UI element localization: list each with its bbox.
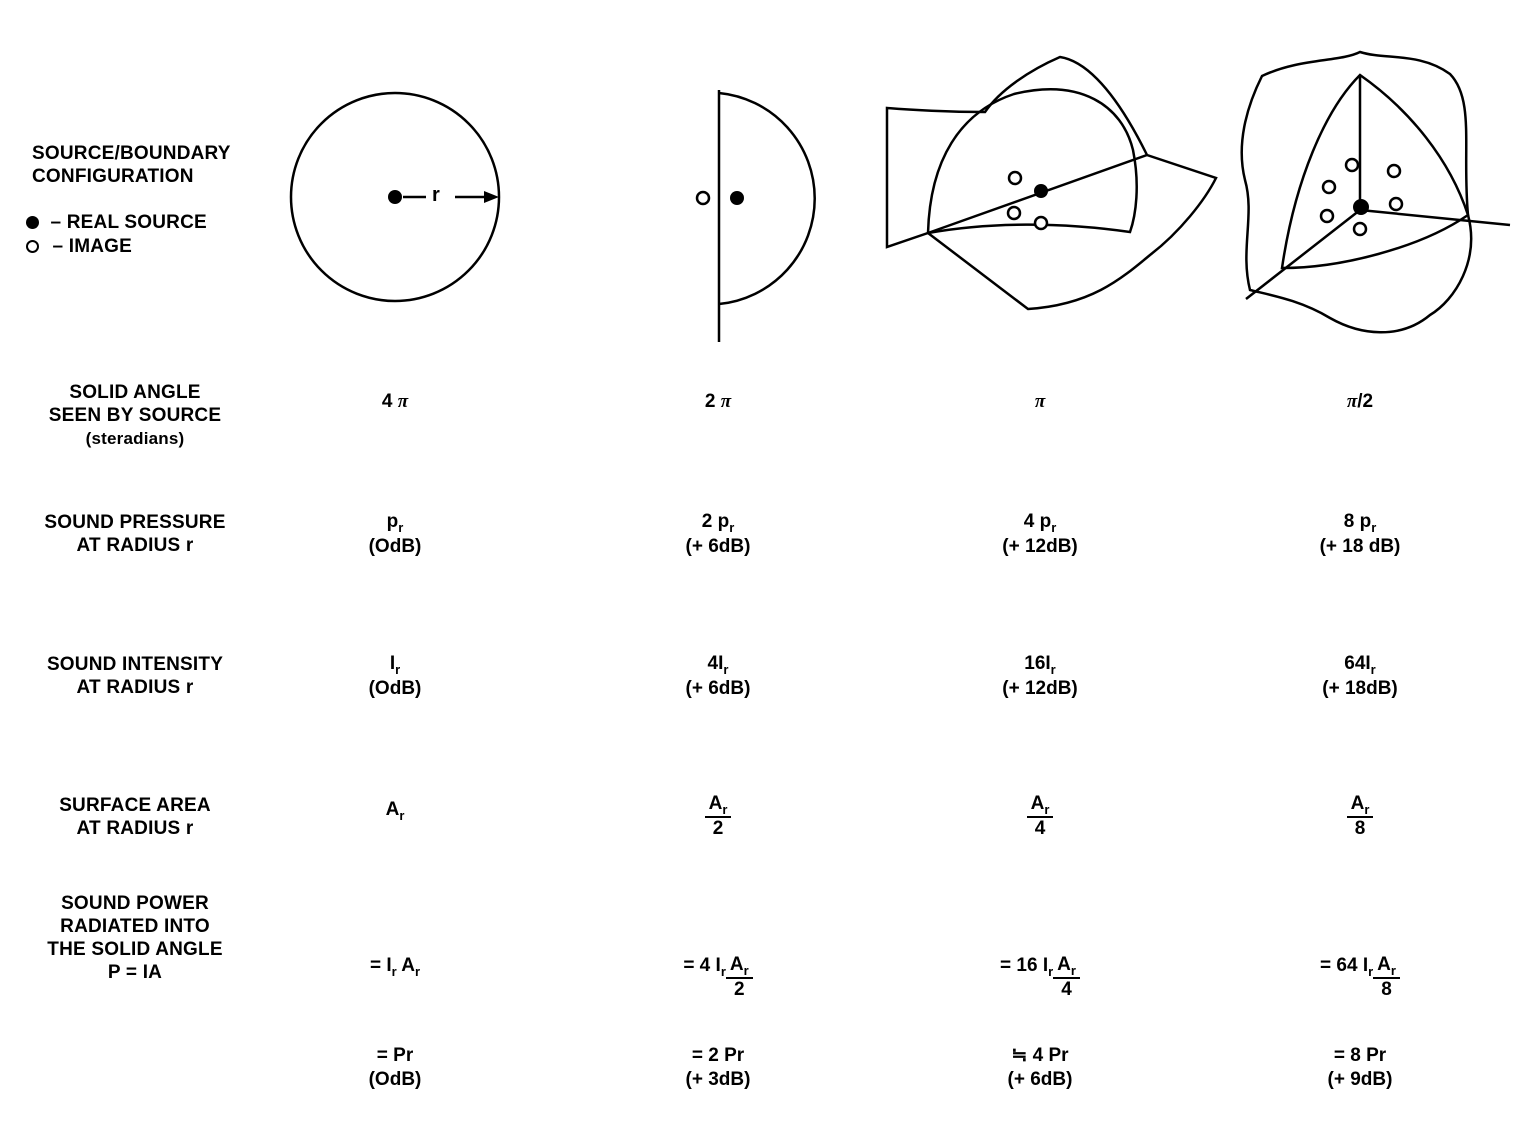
solid-angle-value: 4 π [381, 391, 409, 412]
radius-label: r [432, 184, 440, 206]
sound-pressure-label: SOUND PRESSURE AT RADIUS r [44, 512, 226, 556]
image-source-dot [695, 190, 711, 206]
real-source-dot [730, 191, 744, 205]
sound-power-label: SOUND POWER RADIATED INTO THE SOLID ANGL… [47, 893, 223, 983]
config-label: SOURCE/BOUNDARY CONFIGURATION [32, 143, 231, 187]
area-value: Ar [385, 799, 405, 823]
legend-real-source: – REAL SOURCE [26, 211, 207, 234]
solid-angle-value: π [1034, 391, 1046, 412]
real-source-legend-icon [26, 216, 39, 230]
image-source-dot [1319, 208, 1335, 224]
radius-arrowhead [484, 191, 499, 203]
image-source-dot [1388, 196, 1404, 212]
power-value: = 2 Pr (+ 3dB) [685, 1045, 751, 1090]
intensity-value: 16Ir (+ 12dB) [1002, 653, 1078, 699]
quarter-space-corner [885, 55, 1218, 311]
walls-outline [885, 55, 1218, 311]
power-value: ≒ 4 Pr (+ 6dB) [1007, 1045, 1073, 1090]
solid-angle-value: π/2 [1346, 391, 1374, 412]
legend-image: – IMAGE [26, 235, 132, 258]
image-source-dot [1007, 170, 1023, 186]
image-source-dot [1321, 179, 1337, 195]
power-equation: = Ir Ar [369, 955, 421, 979]
pressure-value: pr (OdB) [368, 511, 422, 557]
image-source-dot [1386, 163, 1402, 179]
image-legend-icon [26, 240, 39, 254]
image-source-dot [1344, 157, 1360, 173]
real-source-dot [388, 190, 402, 204]
left-edge [1245, 209, 1361, 300]
image-source-dot [1352, 221, 1368, 237]
sound-intensity-label: SOUND INTENSITY AT RADIUS r [46, 654, 224, 698]
right-edge [1359, 208, 1511, 227]
real-source-dot [1353, 199, 1369, 215]
pressure-value: 8 pr (+ 18 dB) [1319, 511, 1401, 557]
solid-angle-label: SOLID ANGLE SEEN BY SOURCE (steradians) [48, 382, 222, 448]
half-space-hemisphere [695, 90, 816, 342]
intensity-value: 4Ir (+ 6dB) [685, 653, 751, 699]
surface-area-label: SURFACE AREA AT RADIUS r [59, 795, 211, 839]
octant-sphere-outline [1280, 73, 1470, 270]
walls-outline [1240, 50, 1473, 334]
solid-angle-value: 2 π [704, 391, 732, 412]
power-value: = 8 Pr (+ 9dB) [1327, 1045, 1393, 1090]
pressure-value: 2 pr (+ 6dB) [685, 511, 751, 557]
free-field-sphere [289, 91, 501, 303]
eighth-space-corner [1240, 50, 1511, 334]
hemisphere-outline [718, 91, 816, 306]
image-source-dot [1006, 205, 1022, 221]
image-source-dot [1033, 215, 1049, 231]
pressure-value: 4 pr (+ 12dB) [1002, 511, 1078, 557]
power-value: = Pr (OdB) [368, 1045, 422, 1090]
intensity-value: 64Ir (+ 18dB) [1322, 653, 1398, 699]
intensity-value: Ir (OdB) [368, 653, 422, 699]
real-source-dot [1034, 184, 1048, 198]
